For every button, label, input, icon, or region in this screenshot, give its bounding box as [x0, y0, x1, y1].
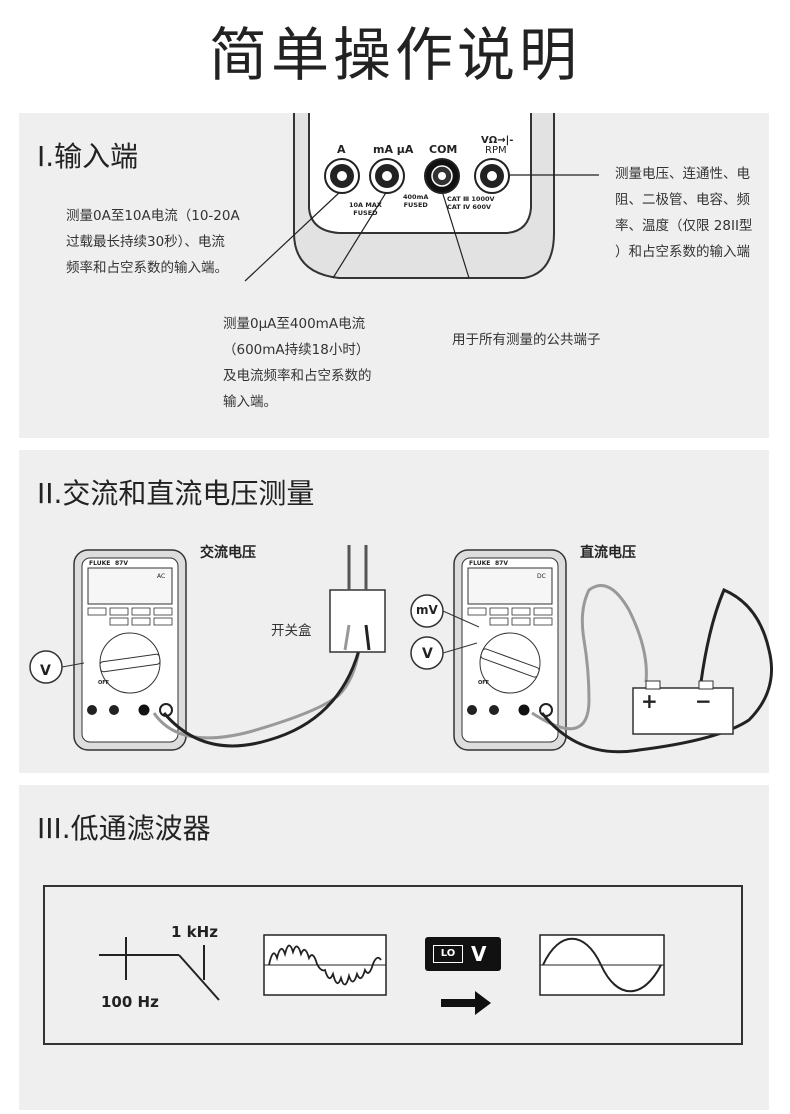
ac-voltage-label: 交流电压: [200, 545, 256, 561]
dc-multimeter-icon: [453, 549, 567, 751]
fuse-10a-line2: FUSED: [353, 209, 378, 217]
note-a-terminal: 测量0A至10A电流（10-20A 过载最长持续30秒）、电流 频率和占空系数的…: [66, 203, 240, 281]
jack-com-label: COM: [429, 143, 458, 156]
jack-v-icon: [474, 158, 510, 194]
ac-meter-display: AC: [157, 573, 166, 580]
section-input-terminals: I.输入端 A mA μA COM VΩ→|- RPM 10A MAX FUSE…: [19, 113, 769, 438]
filter-response-icon: [99, 937, 220, 1001]
lo-filter-button: [425, 937, 501, 971]
note-v-line4: ）和占空系数的输入端: [615, 244, 750, 260]
jack-a-icon: [324, 158, 360, 194]
page-title: 简单操作说明: [208, 21, 581, 89]
note-com-terminal: 用于所有测量的公共端子: [452, 332, 601, 348]
section1-title: I.输入端: [37, 140, 139, 173]
section-low-pass-filter: III.低通滤波器 1 kHz 100 Hz LO V: [19, 785, 769, 1110]
battery-plus: +: [641, 689, 658, 713]
note-ma-terminal: 测量0μA至400mA电流 （600mA持续18小时） 及电流频率和占空系数的 …: [223, 311, 372, 415]
jack-v-label: VΩ→|-: [481, 135, 514, 146]
cat-rating-line2: CAT Ⅳ 600V: [447, 203, 491, 211]
cutoff-frequency-label: 1 kHz: [171, 923, 218, 941]
lo-filter-badge: LO: [433, 945, 463, 963]
section3-title: III.低通滤波器: [37, 812, 211, 845]
filter-frame: [43, 885, 743, 1045]
fuse-10a-line1: 10A MAX: [349, 201, 382, 209]
dc-meter-brand: FLUKE: [469, 560, 491, 567]
dc-v-symbol-icon: [410, 636, 478, 670]
dc-mv-symbol-icon: [410, 594, 480, 628]
ac-multimeter-icon: [73, 549, 187, 751]
ac-meter-model: 87V: [115, 560, 128, 567]
note-ma-line2: （600mA持续18小时）: [223, 342, 370, 358]
section-voltage-measurement: II.交流和直流电压测量 交流电压 直流电压 FLUKE 87V AC OFF …: [19, 450, 773, 773]
filtered-signal-icon: [539, 934, 665, 996]
dc-mv-symbol-text: mV: [416, 603, 438, 617]
dc-test-leads: [531, 584, 773, 754]
note-ma-line1: 测量0μA至400mA电流: [223, 316, 366, 332]
jack-ma-label: mA μA: [373, 143, 414, 156]
switch-box-label: 开关盒: [271, 623, 312, 639]
jack-rpm-label: RPM: [485, 145, 507, 156]
note-ma-line3: 及电流频率和占空系数的: [223, 368, 372, 384]
note-v-line1: 测量电压、连通性、电: [615, 166, 750, 182]
jack-a-label: A: [337, 143, 346, 156]
low-frequency-label: 100 Hz: [101, 993, 159, 1011]
note-v-line3: 率、温度（仅限 28II型: [615, 218, 753, 234]
dc-meter-model: 87V: [495, 560, 508, 567]
dc-meter-display: DC: [537, 573, 546, 580]
battery-minus: −: [695, 689, 712, 713]
fuse-400ma-line1: 400mA: [403, 193, 429, 201]
ac-voltage-symbol-icon: [29, 650, 85, 684]
meter-jack-diagram: [244, 113, 599, 282]
ac-meter-off: OFF: [98, 680, 110, 686]
note-a-line2: 过载最长持续30秒）、电流: [66, 234, 225, 250]
cat-rating-line1: CAT Ⅲ 1000V: [447, 195, 495, 203]
ac-test-leads: [152, 545, 386, 748]
lo-filter-v: V: [471, 942, 487, 966]
fuse-400ma-line2: FUSED: [403, 201, 428, 209]
battery-icon: [632, 680, 734, 735]
cat-rating-label: CAT Ⅲ 1000V CAT Ⅳ 600V: [447, 195, 495, 211]
note-ma-line4: 输入端。: [223, 394, 277, 410]
note-a-line3: 频率和占空系数的输入端。: [66, 260, 228, 276]
fuse-10a-label: 10A MAX FUSED: [349, 201, 382, 217]
ac-meter-brand: FLUKE: [89, 560, 111, 567]
dc-v-symbol-text: V: [422, 646, 433, 662]
dc-voltage-label: 直流电压: [580, 545, 636, 561]
noisy-signal-icon: [263, 934, 387, 996]
dc-meter-off: OFF: [478, 680, 490, 686]
fuse-400ma-label: 400mA FUSED: [403, 193, 428, 209]
note-v-line2: 阻、二极管、电容、频: [615, 192, 750, 208]
note-v-terminal: 测量电压、连通性、电 阻、二极管、电容、频 率、温度（仅限 28II型 ）和占空…: [615, 161, 752, 265]
ac-voltage-symbol-text: V: [40, 663, 51, 679]
section2-title: II.交流和直流电压测量: [37, 477, 315, 510]
arrow-right-icon: [441, 991, 491, 1015]
note-a-line1: 测量0A至10A电流（10-20A: [66, 208, 240, 224]
jack-com-icon: [424, 158, 460, 194]
jack-ma-icon: [369, 158, 405, 194]
